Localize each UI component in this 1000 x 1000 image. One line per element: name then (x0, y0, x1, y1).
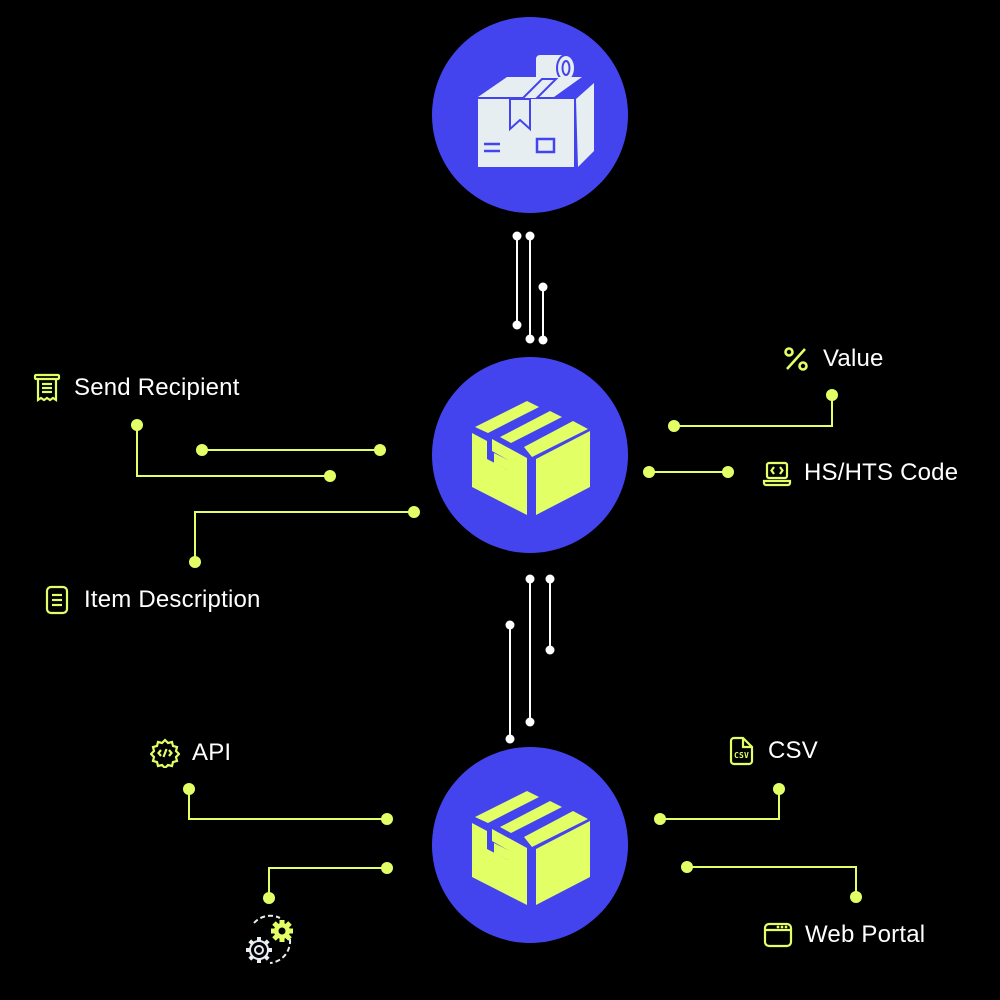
gears-sync-icon (246, 914, 293, 964)
connector-item-description (189, 506, 420, 568)
receipt-icon (32, 373, 62, 403)
connector-middle-left-1 (196, 444, 386, 456)
label-send-recipient: Send Recipient (32, 373, 240, 403)
percent-icon (781, 344, 811, 374)
node-middle-package (432, 357, 628, 553)
label-api: API (150, 738, 231, 768)
label-item-description: Item Description (42, 585, 261, 615)
label-text: Item Description (84, 586, 261, 613)
label-text: HS/HTS Code (804, 459, 959, 486)
accent-connectors (131, 389, 862, 904)
white-connector (525, 574, 535, 727)
white-connector (538, 282, 548, 345)
label-web-portal: Web Portal (763, 920, 925, 950)
connector-group-middle-bottom (505, 574, 555, 744)
white-connector (512, 231, 522, 330)
csv-file-icon: CSV (726, 736, 756, 766)
package-icon (432, 357, 628, 553)
document-icon (42, 585, 72, 615)
package-tape-icon (432, 17, 628, 213)
label-value: Value (781, 344, 884, 374)
laptop-code-icon (762, 458, 792, 488)
connector-api (183, 783, 393, 825)
label-text: Web Portal (805, 921, 926, 948)
connector-send-recipient (131, 419, 336, 482)
connector-group-top-middle (512, 231, 548, 345)
node-top-package-tape (432, 17, 628, 213)
code-gear-icon (150, 738, 180, 768)
node-bottom-package (432, 747, 628, 943)
white-connector (525, 231, 535, 344)
browser-window-icon (763, 920, 793, 950)
connector-web-portal (681, 861, 862, 903)
label-text: Send Recipient (74, 374, 240, 401)
label-csv: CSV CSV (726, 736, 818, 766)
connector-integration (263, 862, 393, 904)
package-icon (432, 747, 628, 943)
label-text: CSV (768, 737, 818, 764)
connector-csv (654, 783, 785, 825)
white-connector (505, 620, 515, 744)
white-connector (545, 574, 555, 655)
label-text: API (192, 739, 232, 766)
connector-value (668, 389, 838, 432)
connector-hs-hts-code (643, 466, 734, 478)
label-hs-hts-code: HS/HTS Code (762, 458, 958, 488)
label-text: Value (823, 345, 884, 372)
csv-icon-text: CSV (734, 751, 749, 760)
